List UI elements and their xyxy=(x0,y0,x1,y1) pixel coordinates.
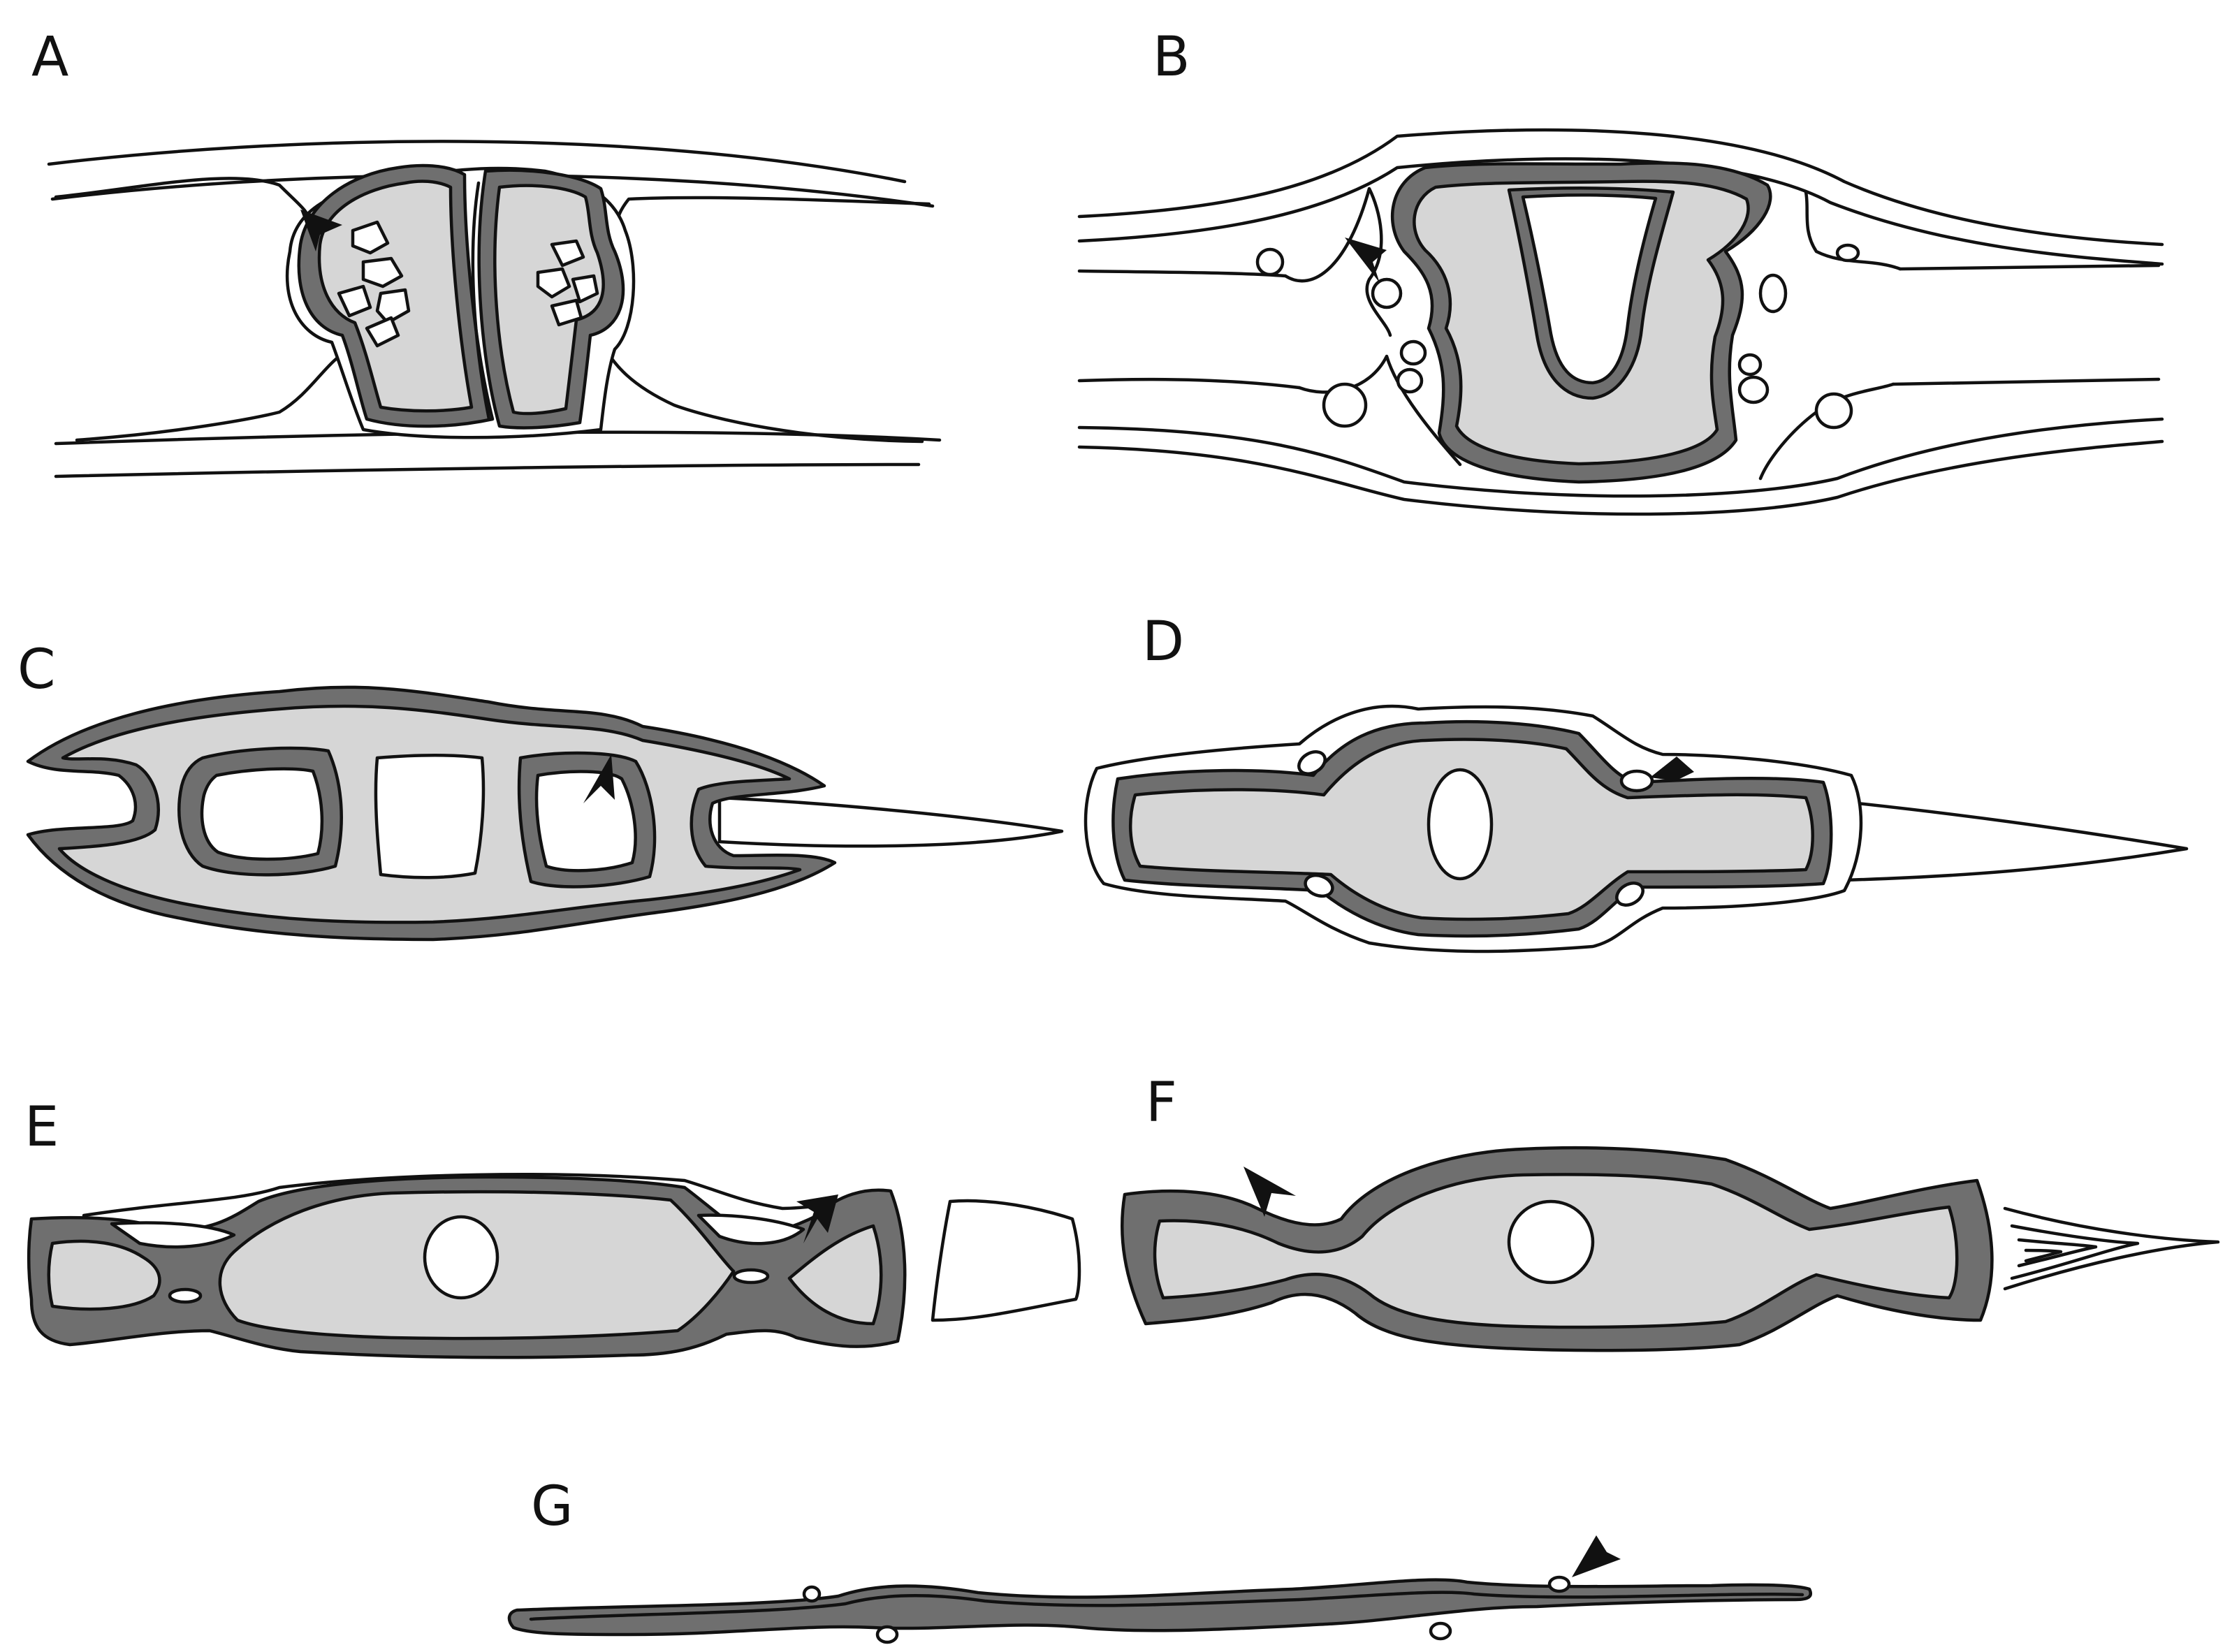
panel-d-vesicle-2 xyxy=(1619,769,1654,793)
panel-a-membrane-left-bottom xyxy=(75,347,355,442)
panel-c-chamber-3 xyxy=(534,770,637,872)
panel-a-vesicle-2 xyxy=(361,256,404,288)
panel-a-vesicle-8 xyxy=(571,274,599,304)
panel-a-membrane-right-bottom xyxy=(606,351,924,444)
panel-label-c: C xyxy=(17,638,55,701)
panel-d-vesicle-4 xyxy=(1615,882,1644,907)
panel-b-vesicle-3 xyxy=(1399,339,1427,366)
panel-e-vesicle-1 xyxy=(168,1287,203,1304)
panel-a-arrowhead xyxy=(300,210,342,251)
panel-g-vesicle-1 xyxy=(802,1585,822,1603)
panel-b-top-wall-outer xyxy=(1077,128,2164,247)
panel-a-vesicle-5 xyxy=(365,316,400,348)
panel-b-vesicle-8 xyxy=(1737,353,1763,377)
panel-f-tail-fiber-2 xyxy=(2010,1224,2140,1280)
panel-d-vesicle-1 xyxy=(1297,750,1327,775)
panel-a: A xyxy=(31,26,942,478)
panel-g-vesicle-2 xyxy=(875,1625,899,1644)
panel-e: E xyxy=(24,1096,1081,1359)
panel-b: B xyxy=(1077,26,2164,516)
panel-e-star-marker xyxy=(796,1194,838,1243)
panel-g-vesicle-3 xyxy=(1429,1621,1452,1641)
panel-a-vesicle-7 xyxy=(536,267,571,299)
panel-label-a: A xyxy=(31,26,68,89)
panel-e-nucleus xyxy=(423,1215,499,1300)
panel-label-d: D xyxy=(1142,611,1184,673)
panel-a-slit xyxy=(471,181,491,421)
panel-label-e: E xyxy=(24,1096,59,1159)
panel-b-bottom-wall-outer xyxy=(1077,439,2164,516)
panel-g: G xyxy=(507,1475,1813,1644)
panel-b-top-left-membrane xyxy=(1077,269,1288,278)
panel-a-top-wall-outer xyxy=(47,140,907,184)
panel-b-vesicle-1 xyxy=(1255,247,1285,277)
panel-e-gap-right xyxy=(696,1213,805,1245)
panel-f-arrowhead xyxy=(1243,1167,1296,1217)
panel-b-top-right-membrane xyxy=(1898,263,2161,271)
panel-b-mid-right-membrane xyxy=(1891,377,2161,386)
panel-c-chamber-1 xyxy=(200,767,324,861)
panel-e-vesicle-2 xyxy=(732,1268,770,1285)
panel-d: D xyxy=(1084,611,2189,953)
panel-d-vesicle-3 xyxy=(1304,873,1334,898)
panel-a-vesicle-9 xyxy=(550,298,583,327)
panel-label-b: B xyxy=(1153,26,1190,89)
panel-b-left-interior-membrane-top xyxy=(1283,187,1392,337)
panel-b-arrowhead xyxy=(1345,237,1387,283)
panel-f: F xyxy=(1121,1072,2220,1352)
panel-c-arrowhead xyxy=(583,754,615,803)
panel-f-nucleus xyxy=(1507,1199,1595,1285)
panel-b-vesicle-4 xyxy=(1396,367,1424,394)
panel-c: C xyxy=(17,638,1064,942)
panel-a-bottom-wall-outer xyxy=(54,462,921,478)
panel-d-arrowhead xyxy=(1650,756,1694,781)
panel-e-right-core xyxy=(787,1224,883,1326)
panel-b-u-cavity xyxy=(1521,193,1658,385)
panel-b-mid-left-membrane xyxy=(1077,377,1301,390)
panel-b-right-interior-membrane-top xyxy=(1804,190,1902,271)
panel-g-arrowhead xyxy=(1572,1535,1621,1577)
panel-a-vesicle-3 xyxy=(337,284,372,318)
panel-b-vesicle-6 xyxy=(1758,273,1788,314)
panel-b-vesicle-10 xyxy=(1814,392,1853,430)
panel-a-vesicle-4 xyxy=(375,288,411,325)
panel-e-block xyxy=(931,1199,1081,1322)
panel-d-nucleus xyxy=(1427,768,1494,881)
panel-a-membrane-right-top xyxy=(613,196,931,233)
panel-g-vesicle-4 xyxy=(1547,1575,1571,1593)
panel-b-vesicle-7 xyxy=(1835,243,1860,263)
panel-label-f: F xyxy=(1146,1072,1177,1134)
panel-d-tail xyxy=(1842,800,2189,882)
panel-f-tail-fiber-1 xyxy=(2003,1206,2220,1291)
panel-g-flat-body xyxy=(507,1578,1813,1637)
panel-e-gap-left xyxy=(110,1221,236,1249)
panel-b-vesicle-2 xyxy=(1371,277,1403,309)
panel-c-tail xyxy=(717,796,1064,848)
panel-label-g: G xyxy=(531,1475,573,1538)
panel-a-membrane-left-top xyxy=(54,177,313,226)
panel-g-membrane xyxy=(529,1591,1804,1621)
panel-b-vesicle-9 xyxy=(1737,375,1770,404)
panel-b-vesicle-5 xyxy=(1322,382,1368,428)
panel-e-left-core xyxy=(47,1239,161,1311)
panel-f-tail-fiber-3 xyxy=(2017,1238,2098,1268)
panel-a-vesicle-6 xyxy=(550,239,585,268)
panel-f-tail-fiber-4 xyxy=(2024,1248,2063,1263)
panel-b-bottom-wall-inner xyxy=(1077,417,2164,498)
panel-c-chamber-2 xyxy=(374,754,486,879)
panel-a-vesicle-1 xyxy=(351,220,390,255)
